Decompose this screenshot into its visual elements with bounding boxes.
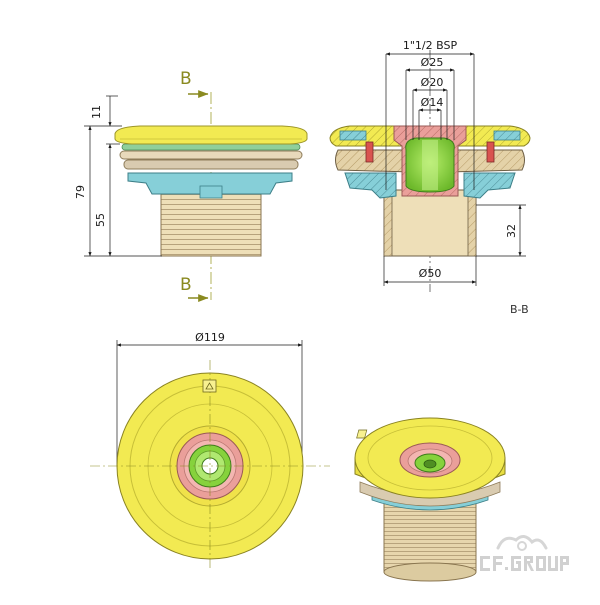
iso-view xyxy=(354,417,506,582)
dim-top-height: 11 xyxy=(90,105,103,119)
section-gasket-left xyxy=(335,149,413,173)
dim-diameter-50: Ø50 xyxy=(419,267,442,280)
section-clamp-left xyxy=(344,172,397,199)
logo-lettering xyxy=(480,556,569,571)
side-seal-ring xyxy=(121,143,301,151)
side-gasket-upper xyxy=(119,150,303,160)
side-gasket-lower xyxy=(123,159,299,170)
company-logo xyxy=(480,535,569,571)
section-tube xyxy=(383,189,477,257)
section-view: 1"1/2 BSP Ø25 Ø20 Ø14 Ø50 32 B-B xyxy=(329,39,531,316)
dim-diameter-25: Ø25 xyxy=(421,56,444,69)
section-label: B-B xyxy=(510,303,529,316)
section-clamp-right xyxy=(463,172,516,199)
section-gasket-right xyxy=(447,149,525,173)
dim-diameter-20: Ø20 xyxy=(421,76,444,89)
side-clamp-ring xyxy=(127,172,293,195)
dim-total-height: 79 xyxy=(74,185,87,199)
dim-diameter-14: Ø14 xyxy=(421,96,444,109)
section-marker-top: B xyxy=(180,69,192,89)
section-marker-bottom: B xyxy=(180,275,192,295)
side-flange xyxy=(114,125,308,145)
side-clamp-tab xyxy=(199,185,223,199)
front-view: Ø119 xyxy=(90,331,330,570)
dim-thread-size: 1"1/2 BSP xyxy=(403,39,458,52)
side-view: B B 11 79 55 xyxy=(74,69,308,302)
side-thread-body xyxy=(160,192,262,257)
dim-diameter-119: Ø119 xyxy=(195,331,225,344)
section-screw-left xyxy=(365,141,374,163)
front-emblem xyxy=(202,379,217,393)
dim-body-height: 55 xyxy=(94,213,107,227)
section-screw-right xyxy=(486,141,495,163)
dim-thread-length: 32 xyxy=(505,224,518,238)
